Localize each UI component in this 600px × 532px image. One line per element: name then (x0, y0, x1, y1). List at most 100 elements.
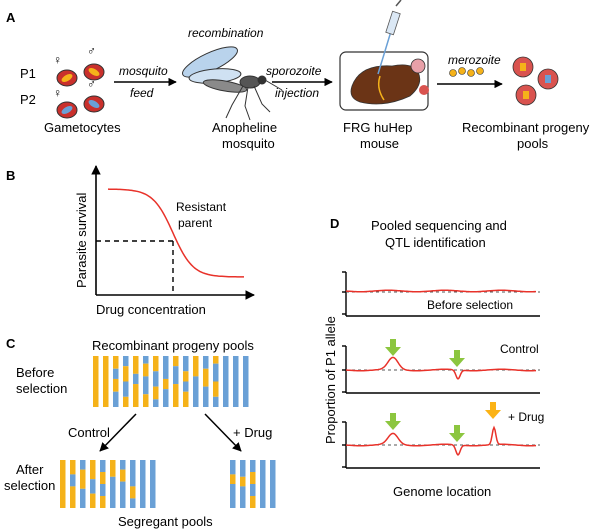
chromosome-segment (100, 460, 106, 472)
chromosome-segment (113, 356, 119, 369)
gametocyte-p2-female-icon (56, 101, 78, 119)
chromosome-segment (100, 472, 106, 484)
chromosome-segment (163, 389, 169, 407)
chromosome-segment (113, 391, 119, 407)
chromosome-segment (103, 356, 109, 407)
green-arrow-icon (385, 339, 401, 356)
chromosome-segment (130, 460, 136, 487)
chromosome-segment (213, 396, 219, 407)
chromosome-segment (123, 366, 129, 382)
chromosome-pool-drug (230, 460, 276, 508)
chromosome-segment (143, 356, 149, 364)
mosquito-label-line2: mosquito (222, 136, 275, 151)
panel-c: C Recombinant progeny pools Before selec… (4, 336, 276, 529)
female-symbol-p2: ♀ (53, 86, 62, 100)
chromosome-segment (80, 469, 86, 489)
orange-arrow-icon (485, 402, 501, 419)
chromosome-segment (183, 381, 189, 392)
progeny-label-line2: pools (517, 136, 549, 151)
progeny-label-line1: Recombinant progeny (462, 120, 590, 135)
after-selection-label-line2: selection (4, 478, 55, 493)
chromosome-segment (133, 384, 139, 407)
chromosome-segment (230, 484, 236, 508)
merozoite-icons (449, 67, 484, 77)
chromosome-segment (153, 399, 159, 407)
chromosome-segment (183, 356, 189, 372)
panel-d-title-line1: Pooled sequencing and (371, 218, 507, 233)
mouse-icon (339, 0, 429, 111)
mosquito-label-line1: Anopheline (212, 120, 277, 135)
resistant-parent-label-line1: Resistant (176, 200, 227, 214)
chromosome-segment (130, 486, 136, 499)
track-control: Control (342, 339, 540, 394)
panel-c-letter: C (6, 336, 16, 351)
chromosome-segment (163, 378, 169, 390)
chromosome-segment (100, 496, 106, 508)
chromosome-segment (93, 356, 99, 407)
chromosome-segment (270, 460, 276, 508)
track-before-selection: Before selection (342, 271, 540, 317)
chromosome-segment (123, 356, 129, 367)
chromosome-pool-control (60, 460, 156, 508)
chromosome-segment (123, 396, 129, 407)
mosquito-feed-label-line2: feed (130, 86, 154, 100)
resistant-parent-label-line2: parent (178, 216, 213, 230)
chromosome-segment (120, 481, 126, 508)
panel-d-title-line2: QTL identification (385, 235, 486, 250)
chromosome-segment (203, 368, 209, 387)
chromosome-segment (203, 386, 209, 407)
chromosome-segment (153, 371, 159, 387)
male-symbol-p2: ♂ (87, 77, 96, 91)
chromosome-segment (90, 479, 96, 494)
chromosome-segment (183, 391, 189, 407)
parent-p2-label: P2 (20, 92, 36, 107)
chromosome-segment (113, 368, 119, 379)
chromosome-segment (60, 460, 66, 508)
panel-a-letter: A (6, 10, 16, 25)
track-label-before: Before selection (427, 298, 513, 312)
male-symbol-p1: ♂ (87, 44, 96, 58)
chromosome-segment (153, 386, 159, 400)
drug-arrow (204, 413, 242, 452)
chromosome-segment (250, 484, 256, 496)
chromosome-pool-before (93, 356, 249, 407)
chromosome-segment (250, 460, 256, 472)
chromosome-segment (90, 493, 96, 508)
panel-a: A P1 P2 ♀ ♂ ♀ ♂ Gametocytes mosquito fee… (6, 0, 590, 151)
chromosome-segment (120, 469, 126, 482)
after-selection-label-line1: After (16, 462, 44, 477)
chromosome-segment (110, 476, 116, 508)
panel-b-xlabel: Drug concentration (96, 302, 206, 317)
chromosome-segment (153, 356, 159, 372)
chromosome-segment (223, 356, 229, 407)
gametocyte-p2-male-icon (83, 95, 105, 113)
before-selection-label-line2: selection (16, 381, 67, 396)
green-arrow-icon (449, 350, 465, 367)
chromosome-segment (100, 484, 106, 496)
chromosome-segment (193, 376, 199, 407)
chromosome-segment (233, 356, 239, 407)
panel-b: B Parasite survival Drug concentration R… (6, 165, 255, 317)
mouse-label-line2: mouse (360, 136, 399, 151)
control-arrow (99, 413, 137, 452)
parent-p1-label: P1 (20, 66, 36, 81)
chromosome-segment (240, 486, 246, 508)
mouse-label-line1: FRG huHep (343, 120, 412, 135)
female-symbol-p1: ♀ (53, 53, 62, 67)
chromosome-segment (130, 498, 136, 508)
chromosome-segment (133, 373, 139, 385)
chromosome-segment (80, 460, 86, 470)
chromosome-segment (80, 488, 86, 508)
sporozoite-label-line1: sporozoite (266, 64, 322, 78)
chromosome-segment (213, 381, 219, 397)
chromosome-segment (140, 460, 146, 508)
chromosome-segment (240, 476, 246, 487)
chromosome-segment (173, 366, 179, 385)
chromosome-segment (110, 460, 116, 477)
recombination-label: recombination (188, 26, 264, 40)
chromosome-segment (213, 356, 219, 364)
merozoite-label: merozoite (448, 53, 501, 67)
mosquito-icon (182, 46, 283, 121)
control-label: Control (68, 425, 110, 440)
